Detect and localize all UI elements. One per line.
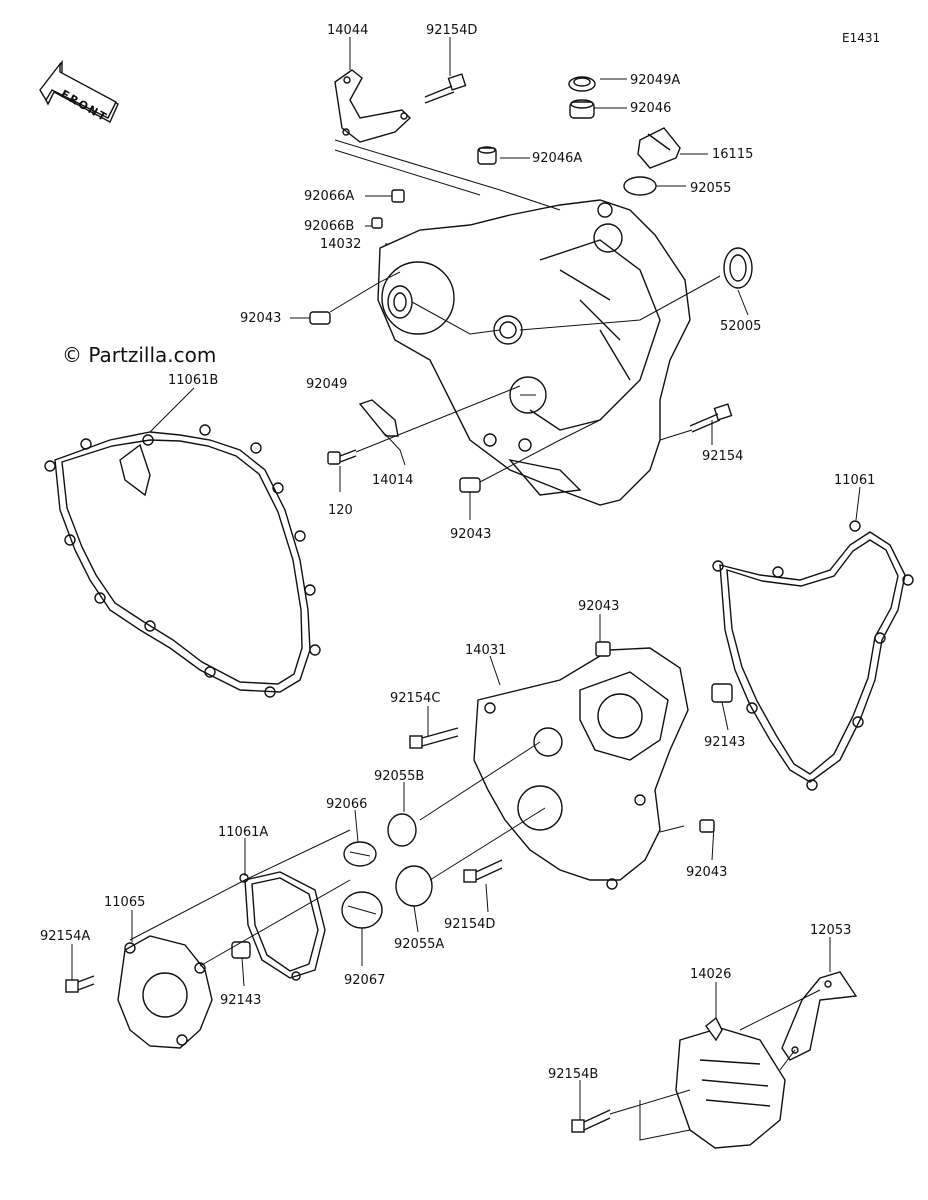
dowel-92043-a <box>309 311 331 325</box>
screw-120 <box>327 449 357 465</box>
cap-92066 <box>343 841 377 867</box>
gasket-11061B <box>44 424 321 698</box>
bearing-92046 <box>569 99 595 119</box>
label-92066A[interactable]: 92066A <box>304 189 354 204</box>
o-ring-92055 <box>623 176 657 196</box>
label-92055B[interactable]: 92055B <box>374 769 424 784</box>
seal-92049A <box>568 76 596 92</box>
leader-lines <box>71 37 861 1141</box>
cap-16115 <box>637 127 681 169</box>
label-92066B[interactable]: 92066B <box>304 219 354 234</box>
label-92055A[interactable]: 92055A <box>394 937 444 952</box>
dowel-92043-b <box>459 477 481 493</box>
label-92154C[interactable]: 92154C <box>390 691 440 706</box>
bolt-92154D-top <box>424 73 467 104</box>
cap-92067 <box>341 891 383 929</box>
bearing-92046A <box>477 146 497 165</box>
label-92046A[interactable]: 92046A <box>532 151 582 166</box>
dowel-92043-c <box>595 641 611 657</box>
cover-14031 <box>473 647 689 890</box>
bushing-92143-right <box>711 683 733 703</box>
bracket-14044 <box>334 69 412 143</box>
dowel-92043-d <box>699 819 715 833</box>
bolt-92154-right <box>689 403 733 433</box>
label-16115[interactable]: 16115 <box>712 147 753 162</box>
label-11061B[interactable]: 11061B <box>168 373 218 388</box>
label-92049A[interactable]: 92049A <box>630 73 680 88</box>
watermark: © Partzilla.com <box>62 343 216 367</box>
o-ring-92055B <box>387 813 417 847</box>
label-92043-d[interactable]: 92043 <box>686 865 727 880</box>
label-92143-right[interactable]: 92143 <box>704 735 745 750</box>
label-92154A[interactable]: 92154A <box>40 929 90 944</box>
label-92046[interactable]: 92046 <box>630 101 671 116</box>
gasket-11061A <box>239 871 326 981</box>
label-92154B[interactable]: 92154B <box>548 1067 598 1082</box>
bolt-92154B <box>571 1109 611 1133</box>
label-92043-b[interactable]: 92043 <box>450 527 491 542</box>
guard-14026 <box>675 1016 786 1149</box>
label-120[interactable]: 120 <box>328 503 353 518</box>
label-92067[interactable]: 92067 <box>344 973 385 988</box>
label-92154D-mid[interactable]: 92154D <box>444 917 495 932</box>
bushing-92143-left <box>231 941 251 959</box>
label-14014[interactable]: 14014 <box>372 473 413 488</box>
dowel-92066A <box>391 189 405 203</box>
bolt-92154D-mid <box>463 859 503 883</box>
label-92154D-top[interactable]: 92154D <box>426 23 477 38</box>
label-11065[interactable]: 11065 <box>104 895 145 910</box>
bracket-12053 <box>781 971 858 1061</box>
label-92043-a[interactable]: 92043 <box>240 311 281 326</box>
seal-92049 <box>387 285 413 319</box>
label-14032[interactable]: 14032 <box>320 237 361 252</box>
gasket-11061 <box>712 520 914 791</box>
label-92143-left[interactable]: 92143 <box>220 993 261 1008</box>
cover-11065 <box>117 935 213 1049</box>
plate-14014 <box>358 399 399 437</box>
label-11061A[interactable]: 11061A <box>218 825 268 840</box>
label-12053[interactable]: 12053 <box>810 923 851 938</box>
label-92049[interactable]: 92049 <box>306 377 347 392</box>
label-14044[interactable]: 14044 <box>327 23 368 38</box>
bolt-92154C <box>409 727 459 749</box>
label-52005[interactable]: 52005 <box>720 319 761 334</box>
label-92154-right[interactable]: 92154 <box>702 449 743 464</box>
label-92066[interactable]: 92066 <box>326 797 367 812</box>
dowel-92066B <box>371 217 383 229</box>
clutch-cover-14032 <box>377 199 691 506</box>
label-14026[interactable]: 14026 <box>690 967 731 982</box>
label-14031[interactable]: 14031 <box>465 643 506 658</box>
seal-52005 <box>723 247 753 289</box>
o-ring-92055A <box>395 865 433 907</box>
label-92055[interactable]: 92055 <box>690 181 731 196</box>
label-11061[interactable]: 11061 <box>834 473 875 488</box>
label-92043-c[interactable]: 92043 <box>578 599 619 614</box>
front-arrow-icon: FRONT <box>39 59 119 125</box>
diagram-code: E1431 <box>842 31 880 45</box>
bolt-92154A <box>65 975 95 993</box>
